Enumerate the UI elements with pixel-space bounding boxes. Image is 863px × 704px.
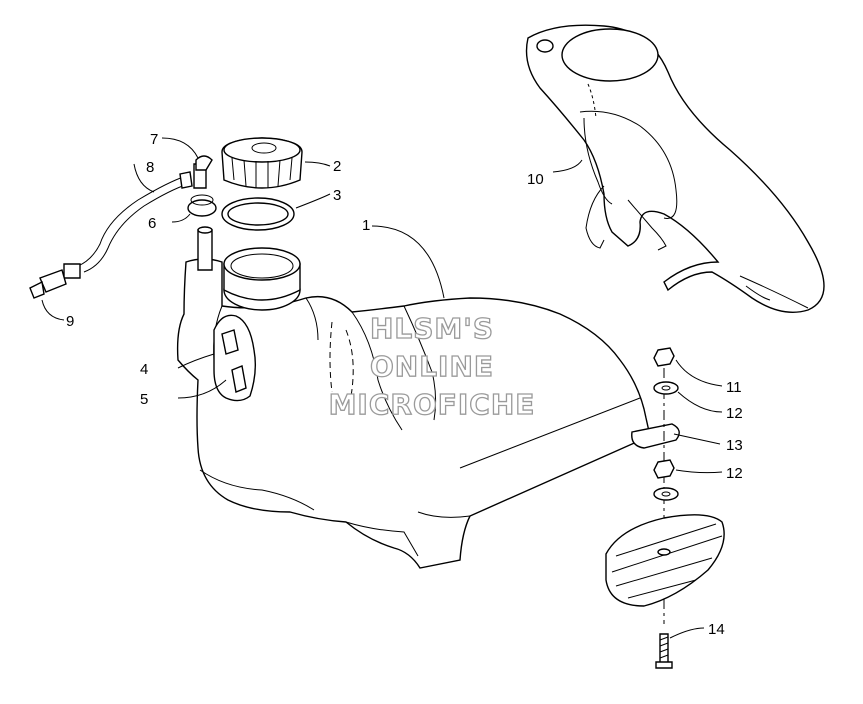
leader-4 — [177, 353, 215, 369]
vent-hose — [77, 171, 193, 273]
callout-12-lower: 12 — [726, 465, 743, 482]
callout-12-upper: 12 — [726, 405, 743, 422]
callout-6: 6 — [148, 215, 156, 232]
callout-5: 5 — [140, 391, 148, 408]
callout-13: 13 — [726, 437, 743, 454]
leader-8 — [133, 163, 155, 193]
fuel-filter — [29, 263, 81, 299]
callout-2: 2 — [333, 158, 341, 175]
callout-9: 9 — [66, 313, 74, 330]
watermark-line1: HLSM'S — [370, 312, 494, 345]
callout-8: 8 — [146, 159, 154, 176]
leader-13 — [673, 433, 721, 445]
leader-2 — [304, 161, 331, 167]
grommet — [187, 194, 217, 217]
leader-11 — [675, 359, 723, 387]
callout-11: 11 — [726, 379, 742, 396]
hardware-stack — [605, 347, 725, 669]
leader-10 — [552, 159, 583, 173]
leader-12b — [675, 469, 723, 474]
leader-1 — [371, 225, 445, 299]
callout-10: 10 — [527, 171, 544, 188]
fuel-tank — [176, 226, 680, 569]
leader-12a — [677, 391, 723, 413]
leader-7 — [161, 137, 199, 159]
callout-4: 4 — [140, 361, 148, 378]
seat-cover — [525, 24, 825, 313]
elbow-fitting — [193, 155, 213, 189]
callout-7: 7 — [150, 131, 158, 148]
leader-3 — [295, 193, 331, 209]
callout-14: 14 — [708, 621, 725, 638]
watermark-line3: MICROFICHE — [329, 388, 536, 421]
leader-5 — [177, 379, 227, 399]
watermark: HLSM'S ONLINE MICROFICHE — [328, 311, 536, 421]
gasket-ring — [221, 197, 295, 231]
callout-3: 3 — [333, 187, 341, 204]
leader-6 — [171, 213, 191, 223]
leader-9 — [41, 299, 65, 321]
watermark-line2: ONLINE — [370, 350, 494, 383]
callout-1: 1 — [362, 217, 370, 234]
gas-cap — [221, 137, 303, 189]
leader-14 — [669, 627, 705, 639]
